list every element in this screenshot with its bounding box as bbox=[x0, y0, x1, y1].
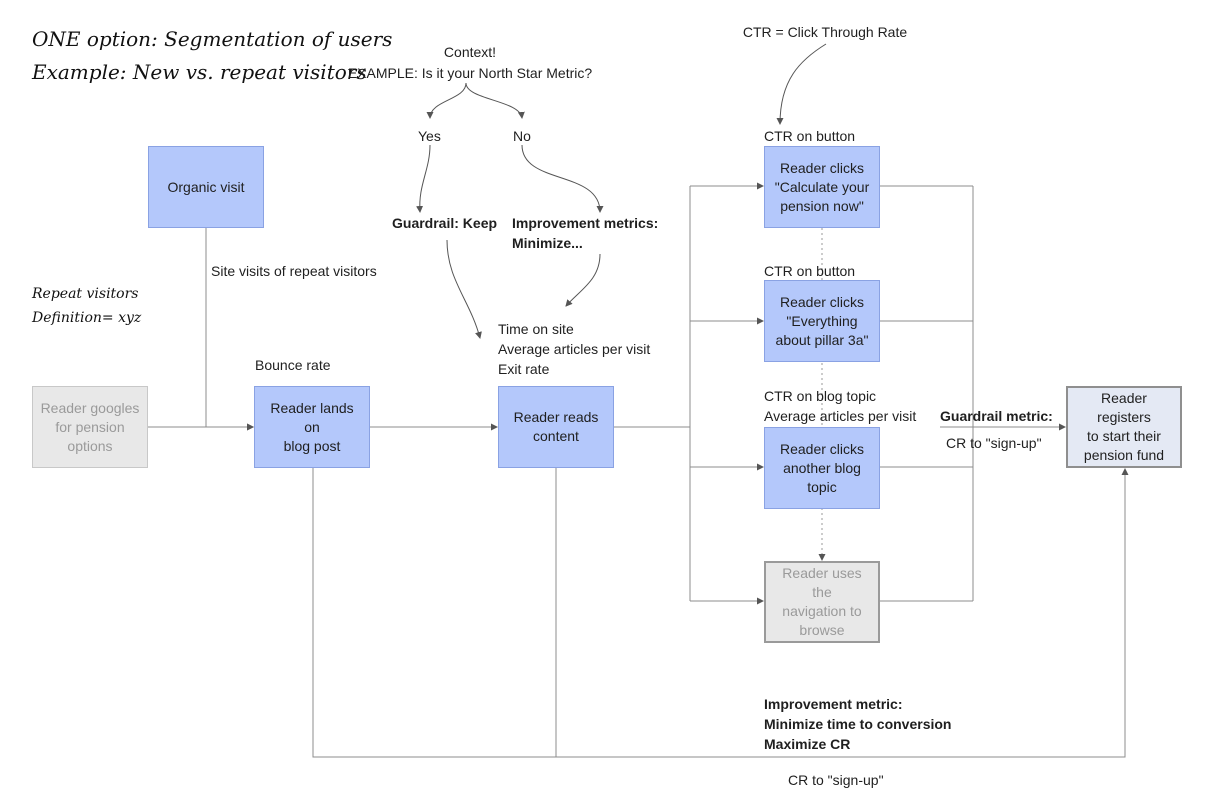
node-registers: Reader registers to start their pension … bbox=[1066, 386, 1182, 468]
repeat-visitors-note: Repeat visitors bbox=[32, 286, 139, 302]
improvement-metric-bottom-label: Improvement metric: Minimize time to con… bbox=[764, 696, 952, 752]
context-no: No bbox=[513, 128, 531, 144]
node-organic-visit: Organic visit bbox=[148, 146, 264, 228]
connector-context-to-yes bbox=[426, 82, 467, 119]
repeat-definition-note: Definition= xyz bbox=[32, 310, 142, 326]
connector-no-to-improvement bbox=[521, 144, 604, 213]
site-visits-repeat-label: Site visits of repeat visitors bbox=[211, 263, 377, 279]
guardrail-keep-label: Guardrail: Keep bbox=[392, 215, 498, 231]
bounce-rate-label: Bounce rate bbox=[255, 357, 331, 373]
time-metrics-label: Time on site Average articles per visit … bbox=[498, 321, 651, 377]
ctr-on-button-label-2: CTR on button bbox=[764, 263, 856, 279]
segmentation-example: Example: New vs. repeat visitors bbox=[32, 60, 367, 84]
context-label: Context! bbox=[443, 44, 497, 60]
node-clicks-pillar: Reader clicks "Everything about pillar 3… bbox=[764, 280, 880, 362]
ctr-on-button-label-1: CTR on button bbox=[764, 128, 856, 144]
node-reader-googles: Reader googles for pension options bbox=[32, 386, 148, 468]
cr-signup-right-label: CR to "sign-up" bbox=[946, 435, 1042, 451]
connector-improvement-to-time bbox=[565, 253, 601, 307]
node-reader-lands: Reader lands on blog post bbox=[254, 386, 370, 468]
segmentation-title: ONE option: Segmentation of users bbox=[32, 27, 393, 51]
connector-ctr-definition-to-button bbox=[776, 43, 827, 125]
node-clicks-blog-topic: Reader clicks another blog topic bbox=[764, 427, 880, 509]
context-yes: Yes bbox=[418, 128, 441, 144]
connector-yes-to-guardrail bbox=[416, 144, 431, 213]
guardrail-metric-label: Guardrail metric: bbox=[940, 408, 1053, 424]
cr-signup-bottom-label: CR to "sign-up" bbox=[788, 772, 884, 788]
ctr-blog-topic-label: CTR on blog topic Average articles per v… bbox=[764, 388, 917, 424]
node-clicks-calculate: Reader clicks "Calculate your pension no… bbox=[764, 146, 880, 228]
node-uses-navigation: Reader uses the navigation to browse bbox=[764, 561, 880, 643]
improvement-metrics-label: Improvement metrics: Minimize... bbox=[512, 215, 659, 251]
context-question: EXAMPLE: Is it your North Star Metric? bbox=[347, 65, 593, 81]
connector-organic-to-lands bbox=[205, 228, 254, 431]
ctr-definition: CTR = Click Through Rate bbox=[742, 24, 908, 40]
connector-guardrail-to-time bbox=[446, 239, 482, 339]
connector-lands-to-registers bbox=[312, 468, 1129, 758]
connector-context-to-no bbox=[465, 82, 525, 119]
node-reader-reads: Reader reads content bbox=[498, 386, 614, 468]
